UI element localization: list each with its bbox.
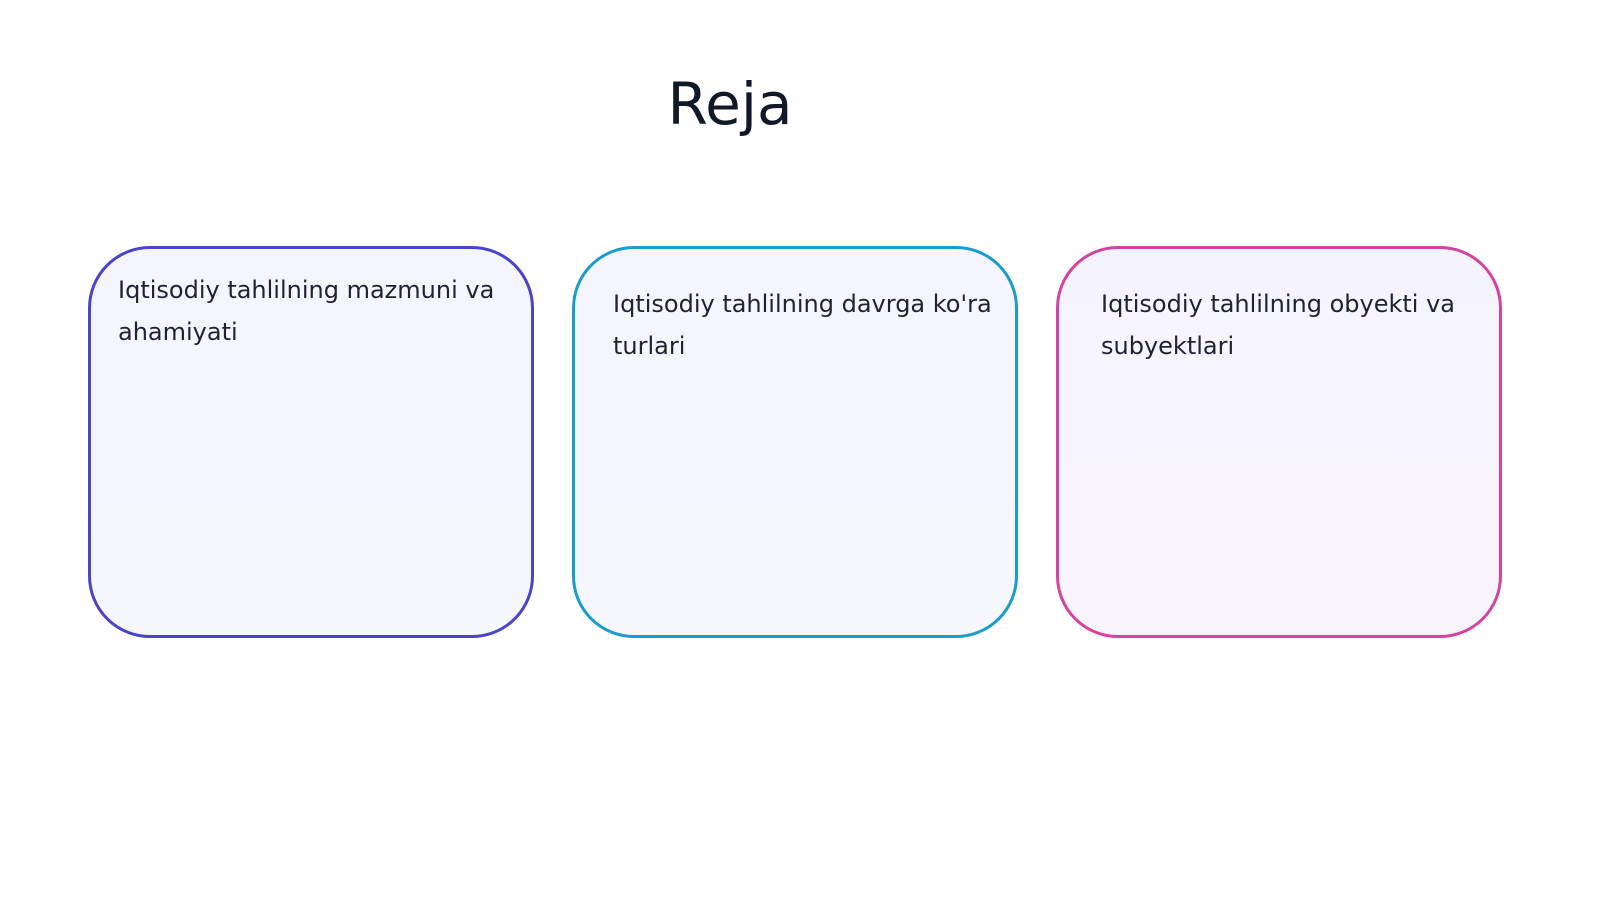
plan-card-3: Iqtisodiy tahlilning obyekti va subyektl… [1056,246,1502,638]
plan-card-3-text: Iqtisodiy tahlilning obyekti va subyektl… [1101,290,1455,360]
plan-card-1-text: Iqtisodiy tahlilning mazmuni va ahamiyat… [118,276,495,346]
slide-title: Reja [667,70,793,138]
plan-card-1: Iqtisodiy tahlilning mazmuni va ahamiyat… [88,246,534,638]
plan-card-2-text: Iqtisodiy tahlilning davrga ko'ra turlar… [613,290,992,360]
plan-card-2: Iqtisodiy tahlilning davrga ko'ra turlar… [572,246,1018,638]
